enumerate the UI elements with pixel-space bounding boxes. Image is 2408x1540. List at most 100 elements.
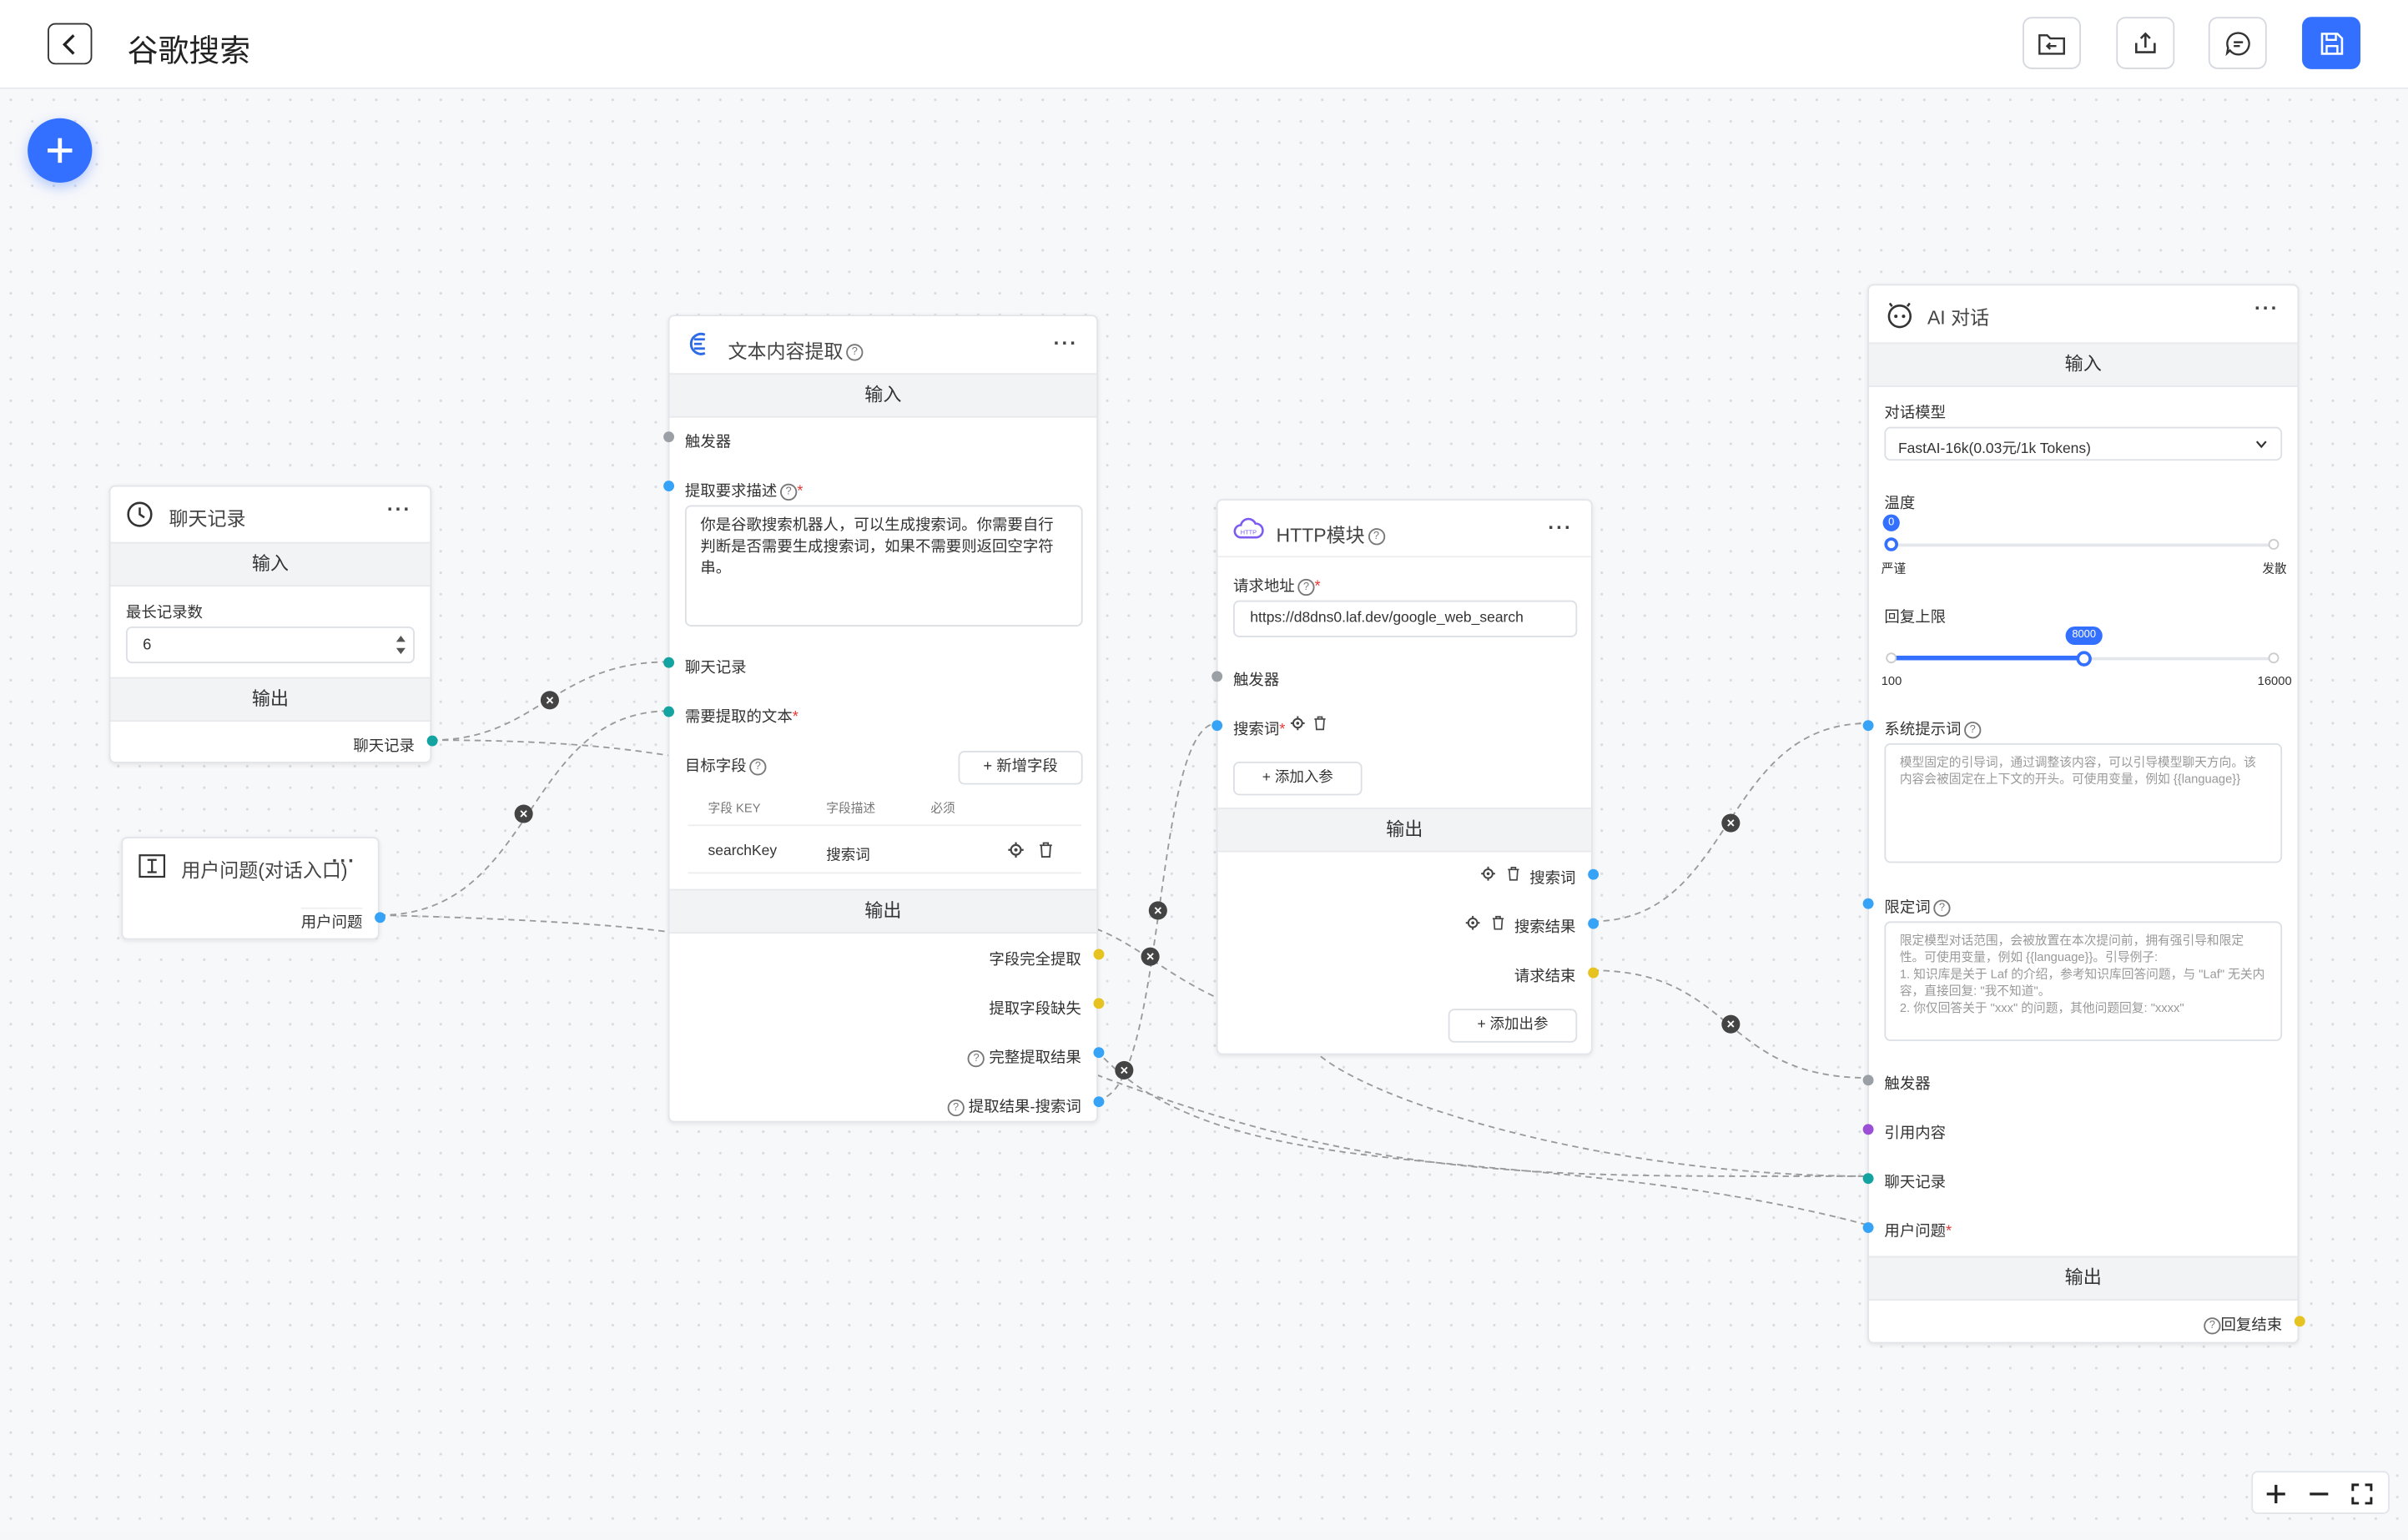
save-button[interactable] <box>2302 17 2361 69</box>
trigger-label: 触发器 <box>1233 672 1280 690</box>
zoom-out-button[interactable] <box>2302 1477 2335 1511</box>
more-icon[interactable]: ··· <box>2254 296 2280 320</box>
quote-handle[interactable] <box>1862 1124 1874 1135</box>
trigger-handle[interactable] <box>663 431 675 443</box>
output-handle[interactable] <box>2294 1316 2305 1327</box>
more-icon[interactable]: ··· <box>386 497 412 521</box>
output-handle[interactable] <box>1093 998 1105 1009</box>
temperature-right-label: 发散 <box>2262 561 2287 576</box>
question-handle[interactable] <box>1862 1222 1874 1234</box>
delete-edge-icon[interactable]: × <box>1721 1014 1741 1034</box>
node-header[interactable]: HTTP HTTP模块? ··· <box>1218 501 1591 556</box>
folder-import-icon <box>2038 34 2065 55</box>
help-icon[interactable]: ? <box>780 483 798 501</box>
max-records-value: 6 <box>143 637 152 655</box>
delete-edge-icon[interactable]: × <box>1721 813 1741 833</box>
delete-edge-icon[interactable]: × <box>540 691 559 710</box>
add-field-button[interactable]: + 新增字段 <box>958 751 1083 785</box>
node-title: 文本内容提取? <box>728 335 864 364</box>
description-handle[interactable] <box>663 481 675 491</box>
max-tokens-slider[interactable]: 8000 <box>1886 626 2280 672</box>
plus-icon: + <box>1477 1016 1490 1034</box>
help-icon[interactable]: ? <box>1297 578 1315 596</box>
trash-icon[interactable] <box>1491 915 1505 930</box>
trash-icon[interactable] <box>1038 842 1053 858</box>
output-handle[interactable] <box>1588 918 1599 929</box>
node-header[interactable]: 聊天记录 ··· <box>111 486 431 541</box>
system-prompt-handle[interactable] <box>1862 720 1874 732</box>
description-textarea[interactable]: 你是谷歌搜索机器人，可以生成搜索词。你需要自行判断是否需要生成搜索词，如果不需要… <box>684 505 1083 627</box>
max-tokens-label: 回复上限 <box>1884 609 1947 627</box>
node-header[interactable]: 文本内容提取? ··· <box>670 316 1097 371</box>
export-button[interactable] <box>2116 17 2175 69</box>
fit-view-button[interactable] <box>2345 1477 2379 1511</box>
output-handle[interactable] <box>375 912 385 923</box>
limit-handle[interactable] <box>1862 898 1874 909</box>
more-icon[interactable]: ··· <box>331 848 357 873</box>
system-prompt-textarea[interactable]: 模型固定的引导词，通过调整该内容，可以引导模型聊天方向。该内容会被固定在上下文的… <box>1884 742 2283 863</box>
delete-edge-icon[interactable]: × <box>514 804 533 823</box>
history-handle[interactable] <box>1862 1173 1874 1185</box>
add-input-param-button[interactable]: + 添加入参 <box>1233 761 1363 796</box>
delete-edge-icon[interactable]: × <box>1141 947 1160 966</box>
delete-edge-icon[interactable]: × <box>1115 1060 1134 1080</box>
output-handle[interactable] <box>1588 868 1599 880</box>
trash-icon[interactable] <box>1507 866 1521 881</box>
stepper-arrows-icon[interactable] <box>395 632 407 657</box>
limit-placeholder-line: 2. 你仅回答关于 "xxx" 的问题，其他问题回复: "xxxx" <box>1899 1001 2184 1015</box>
param-handle[interactable] <box>1212 720 1223 732</box>
limit-textarea[interactable]: 限定模型对话范围，会被放置在本次提问前，拥有强引导和限定性。可使用变量，例如 {… <box>1884 921 2283 1041</box>
help-icon[interactable]: ? <box>1368 528 1385 546</box>
add-node-button[interactable] <box>28 118 93 184</box>
test-chat-button[interactable] <box>2208 17 2267 69</box>
history-handle[interactable] <box>663 657 675 668</box>
gear-icon[interactable] <box>1465 915 1480 930</box>
trigger-handle[interactable] <box>1212 671 1223 682</box>
output-handle[interactable] <box>426 735 438 747</box>
model-select[interactable]: FastAI-16k(0.03元/1k Tokens) <box>1884 426 2283 461</box>
output-handle[interactable] <box>1588 967 1599 979</box>
zoom-in-button[interactable] <box>2259 1477 2293 1511</box>
output-field-missing: 提取字段缺失 <box>989 1001 1081 1019</box>
help-icon[interactable]: ? <box>1933 899 1951 917</box>
delete-edge-icon[interactable]: × <box>1148 901 1167 920</box>
text-handle[interactable] <box>663 706 675 717</box>
slider-thumb[interactable] <box>2076 651 2092 667</box>
output-handle[interactable] <box>1093 1047 1105 1059</box>
help-icon[interactable]: ? <box>967 1049 985 1067</box>
ai-chat-node[interactable]: AI 对话 ··· 输入 对话模型 FastAI-16k(0.03元/1k To… <box>1862 284 2305 1344</box>
more-icon[interactable]: ··· <box>1053 331 1079 355</box>
help-icon[interactable]: ? <box>1964 721 1982 739</box>
target-fields-label: 目标字段? <box>685 752 767 776</box>
url-input[interactable]: https://d8dns0.laf.dev/google_web_search <box>1233 600 1578 637</box>
help-icon[interactable]: ? <box>846 344 864 361</box>
add-output-param-button[interactable]: + 添加出参 <box>1448 1009 1578 1043</box>
quote-label: 引用内容 <box>1884 1125 1947 1143</box>
input-section-title: 输入 <box>1869 342 2298 387</box>
import-button[interactable] <box>2023 17 2082 69</box>
node-header[interactable]: 用户问题(对话入口) ··· <box>123 838 378 893</box>
gear-icon[interactable] <box>1290 716 1305 731</box>
help-icon[interactable]: ? <box>2204 1316 2221 1335</box>
trigger-handle[interactable] <box>1862 1074 1874 1086</box>
gear-icon[interactable] <box>1007 842 1024 858</box>
gear-icon[interactable] <box>1480 866 1495 881</box>
limit-placeholder-line: 1. 知识库是关于 Laf 的介绍，参考知识库回答问题，与 "Laf" 无关内容… <box>1899 967 2265 999</box>
help-icon[interactable]: ? <box>947 1099 965 1116</box>
text-extract-node[interactable]: 文本内容提取? ··· 输入 触发器 提取要求描述?* 你是谷歌搜索机器人，可以… <box>663 315 1105 1123</box>
user-question-node[interactable]: 用户问题(对话入口) ··· 用户问题 <box>121 837 385 940</box>
temperature-slider[interactable]: 0 <box>1882 514 2280 561</box>
chat-history-node[interactable]: 聊天记录 ··· 输入 最长记录数 6 输出 聊天记录 <box>108 485 438 763</box>
http-module-node[interactable]: HTTP HTTP模块? ··· 请求地址?* https://d8dns0.l… <box>1212 499 1599 1055</box>
more-icon[interactable]: ··· <box>1548 516 1573 540</box>
back-button[interactable] <box>48 23 93 65</box>
node-header[interactable]: AI 对话 ··· <box>1869 285 2298 340</box>
trash-icon[interactable] <box>1313 716 1327 731</box>
slider-thumb[interactable] <box>1884 537 1898 551</box>
max-records-input[interactable]: 6 <box>125 626 415 664</box>
trigger-label: 触发器 <box>1884 1076 1931 1094</box>
question-label: 用户问题* <box>1884 1223 1952 1241</box>
help-icon[interactable]: ? <box>749 757 767 776</box>
output-handle[interactable] <box>1093 1096 1105 1108</box>
output-handle[interactable] <box>1093 949 1105 960</box>
